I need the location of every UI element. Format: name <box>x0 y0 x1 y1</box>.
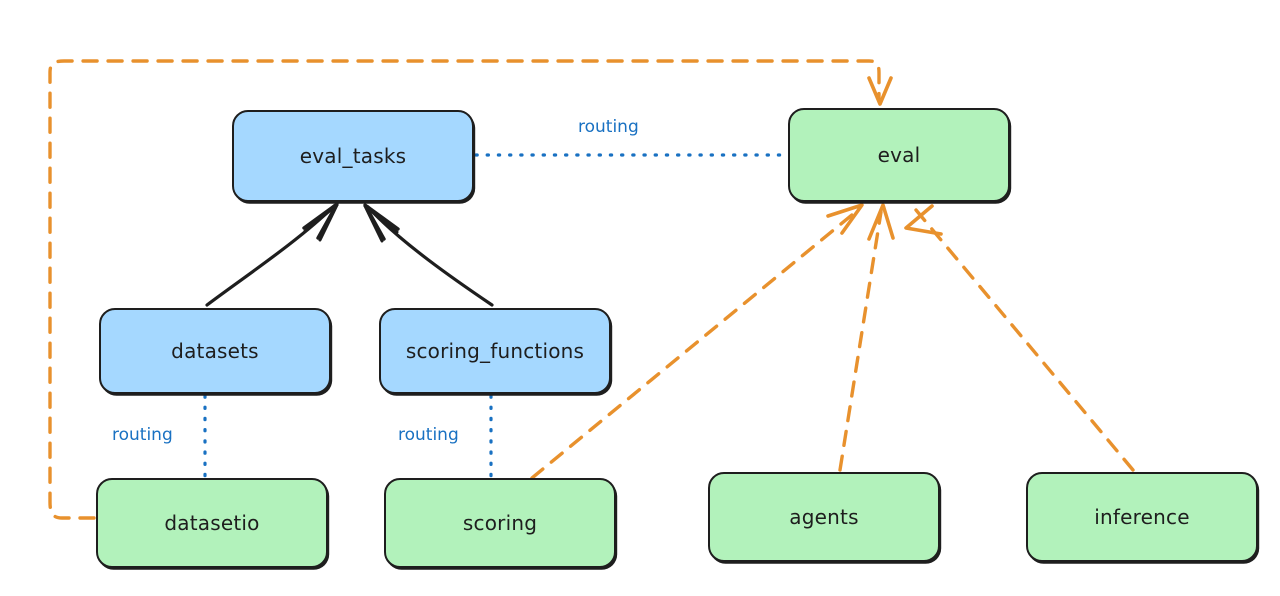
node-label: eval_tasks <box>299 144 407 168</box>
edge-label-eval_tasks-eval: routing <box>578 117 639 137</box>
edge-agents-eval <box>838 203 895 472</box>
node-label: agents <box>789 505 859 529</box>
node-inference[interactable]: inference <box>1026 472 1258 562</box>
node-scoring_functions[interactable]: scoring_functions <box>379 308 611 394</box>
edge-datasets-eval_tasks <box>205 202 339 307</box>
node-agents[interactable]: agents <box>708 472 940 562</box>
node-label: scoring <box>462 511 538 535</box>
node-label: eval <box>877 143 921 167</box>
edge-scoring_functions-eval_tasks <box>363 203 494 307</box>
edge-inference-eval <box>904 204 1135 472</box>
node-label: scoring_functions <box>405 339 585 363</box>
node-eval[interactable]: eval <box>788 108 1010 202</box>
node-scoring[interactable]: scoring <box>384 478 616 568</box>
node-label: datasetio <box>164 511 260 535</box>
node-datasets[interactable]: datasets <box>99 308 331 394</box>
node-datasetio[interactable]: datasetio <box>96 478 328 568</box>
node-eval_tasks[interactable]: eval_tasks <box>232 110 474 202</box>
node-label: datasets <box>171 339 259 363</box>
node-label: inference <box>1094 505 1190 529</box>
edge-label-scoring_functions-scoring: routing <box>398 425 459 445</box>
edge-label-datasets-datasetio: routing <box>112 425 173 445</box>
